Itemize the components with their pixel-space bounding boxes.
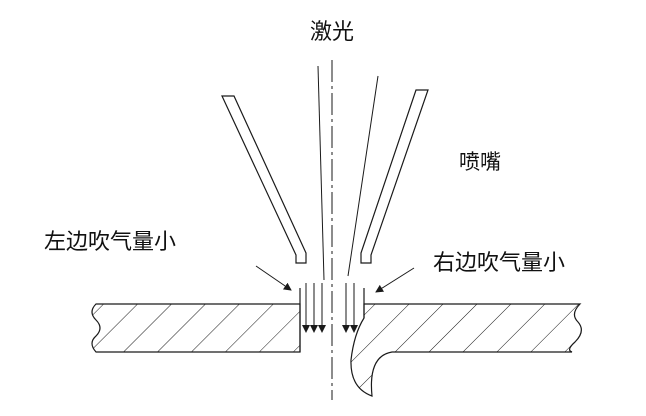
nozzle-label: 喷嘴	[459, 150, 501, 174]
nozzle-left-wall	[221, 95, 307, 264]
right-blow-label: 右边吹气量小	[433, 251, 566, 276]
left-pointer-arrow	[255, 265, 292, 291]
nozzle-right-wall	[360, 89, 429, 264]
workpiece-left	[91, 303, 301, 353]
laser-beam-left	[317, 65, 325, 281]
workpiece-right	[350, 303, 582, 397]
laser-label: 激光	[310, 20, 355, 45]
right-pointer-arrow	[375, 267, 415, 293]
left-blow-label: 左边吹气量小	[44, 230, 177, 255]
laser-beam-right	[347, 75, 379, 277]
